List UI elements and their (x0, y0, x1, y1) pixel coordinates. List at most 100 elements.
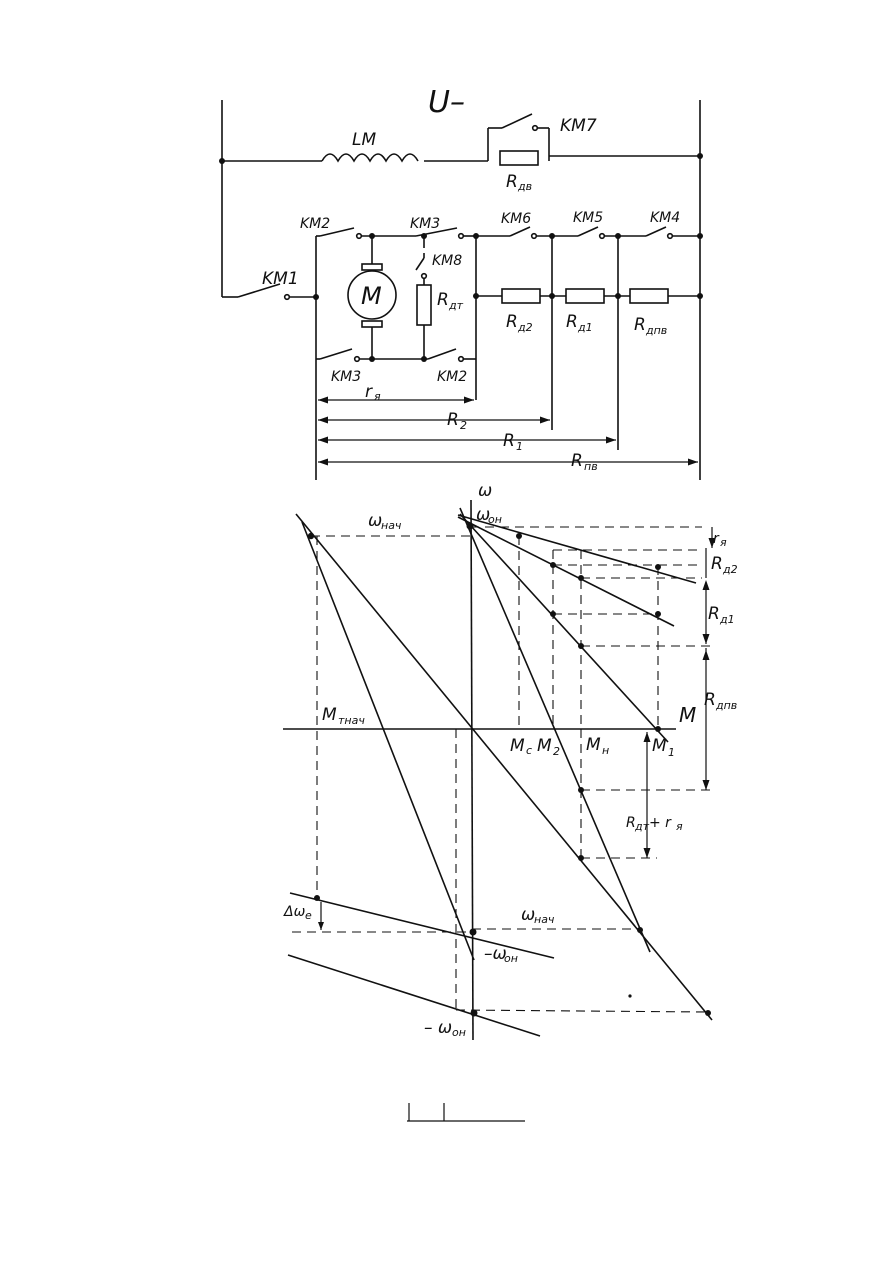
km2-bottom-label: KM2 (437, 369, 467, 385)
omega-0n-label-sub: он (488, 513, 502, 526)
km8-label: KM8 (432, 253, 462, 269)
dim-r1-label-sub: 1 (516, 440, 523, 453)
neg-omega-0n-label-sub: он (504, 952, 518, 965)
resistor-dpv-label-sub: дпв (645, 324, 667, 337)
delta-omega-label: Δω (283, 904, 306, 920)
field-winding-label: LM (352, 130, 376, 150)
omega-start-top-label: ω (368, 511, 382, 531)
characteristic-line-r2 (457, 516, 675, 627)
motor-label: M (361, 282, 382, 310)
braking-resistor (416, 284, 432, 326)
resistor-d2-label-sub: д2 (517, 321, 533, 334)
r-d2-label-sub: д2 (722, 563, 738, 576)
footer-marks (407, 1103, 525, 1122)
r-dt-ra-plus-label-sub: я (676, 820, 683, 833)
m-n-label-sub: н (602, 744, 609, 757)
m-1-label-sub: 1 (668, 746, 675, 759)
circuit-diagram: U– LM KM7 R дв (219, 85, 703, 480)
km2-bottom-contact (427, 348, 457, 360)
neg-omega-0n-label: –ω (484, 944, 507, 964)
natural-characteristic-line (457, 514, 697, 584)
r-dt-ra-plus-label: + r (649, 815, 672, 831)
r-d2-label: R (711, 554, 723, 574)
km6-label: KM6 (501, 211, 531, 227)
braking-resistor-label-sub: дт (448, 299, 464, 312)
reverse-characteristic-lower (287, 954, 541, 1037)
omega-start-bottom-label-sub: нач (534, 913, 555, 926)
braking-resistor-label: R (437, 290, 449, 310)
omega-axis (470, 499, 474, 1041)
characteristic-line-r1 (459, 513, 669, 743)
r-dpv-label: R (704, 690, 716, 710)
supply-label: U– (428, 85, 465, 120)
km1-branch: KM1 (222, 269, 319, 301)
resistor-d2-label: R (506, 312, 518, 332)
resistor-d1-label: R (566, 312, 578, 332)
dim-armature-label: r (365, 382, 373, 402)
omega-0n-label: ω (476, 505, 490, 525)
torque-axis-label: M (679, 703, 696, 727)
resistance-dimension-lines: r я R 2 R 1 R пв (318, 382, 698, 473)
km3-bottom-contact (319, 348, 353, 360)
r-d1-label-sub: д1 (719, 613, 735, 626)
resistor-dpv-label: R (634, 315, 646, 335)
km4-label: KM4 (650, 210, 680, 226)
km3-bottom-label: KM3 (331, 369, 361, 385)
starting-resistor-ladder: KM6 KM5 KM4 R д2 R д1 R дпв (473, 210, 703, 450)
dim-rpv-label: R (571, 451, 583, 471)
dim-r1-label: R (503, 431, 515, 451)
reverse-characteristic-upper (289, 892, 555, 959)
braking-through-origin-line (295, 513, 713, 1021)
km3-top-label: KM3 (410, 216, 440, 232)
r-ya-label-sub: я (720, 536, 727, 549)
km6-contact (509, 226, 531, 237)
m-n-label: M (586, 735, 601, 755)
field-resistor (499, 150, 539, 166)
dim-r2-label-sub: 2 (460, 419, 467, 432)
km7-label: KM7 (560, 116, 597, 136)
km2-top-label: KM2 (300, 216, 330, 232)
km2-top-contact (319, 227, 355, 237)
omega-axis-label: ω (478, 481, 492, 501)
field-circuit: LM KM7 R дв (219, 113, 703, 193)
delta-omega-label-sub: e (305, 909, 312, 922)
resistor-d1 (565, 288, 605, 304)
km1-contact (237, 283, 281, 298)
r-d1-label: R (708, 604, 720, 624)
m-2-label-sub: 2 (553, 745, 560, 758)
m-2-label: M (537, 736, 552, 756)
r-ya-label: r (713, 531, 720, 547)
km5-label: KM5 (573, 210, 603, 226)
dim-rpv-label-sub: пв (584, 460, 598, 473)
r-dt-ra-label: R (626, 815, 636, 831)
neg-omega-0n-bottom-label-sub: он (452, 1026, 466, 1039)
operating-points (307, 522, 711, 1017)
field-resistor-label: R (506, 172, 518, 192)
mechanical-characteristics-plot: ω M (283, 481, 738, 1041)
dim-r2-label: R (447, 410, 459, 430)
resistor-dpv (629, 288, 669, 304)
omega-start-bottom-label: ω (521, 905, 535, 925)
resistor-d1-label-sub: д1 (577, 321, 593, 334)
r-dpv-label-sub: дпв (715, 699, 737, 712)
braking-line-to-minus-omega (301, 521, 475, 961)
resistor-d2 (501, 288, 541, 304)
neg-omega-0n-bottom-label: – ω (424, 1018, 452, 1038)
field-winding-coil (321, 153, 419, 163)
dim-armature-label-sub: я (374, 390, 381, 403)
characteristic-line-rpv (459, 507, 651, 953)
m-t-start-label-sub: тнач (338, 714, 365, 727)
r-dt-ra-label-sub: дт (634, 820, 650, 833)
km1-label: KM1 (262, 269, 299, 289)
reversing-bridge: M KM2 KM3 KM8 R дт KM3 KM2 (300, 216, 477, 480)
km5-contact (577, 226, 599, 237)
km4-contact (645, 226, 667, 237)
km8-contact (415, 257, 425, 271)
m-t-start-label: M (322, 705, 337, 725)
omega-start-top-label-sub: нач (381, 519, 402, 532)
km7-contact (501, 113, 533, 129)
m-1-label: M (652, 736, 667, 756)
motor-armature (347, 270, 397, 320)
m-c-label: M (510, 736, 525, 756)
